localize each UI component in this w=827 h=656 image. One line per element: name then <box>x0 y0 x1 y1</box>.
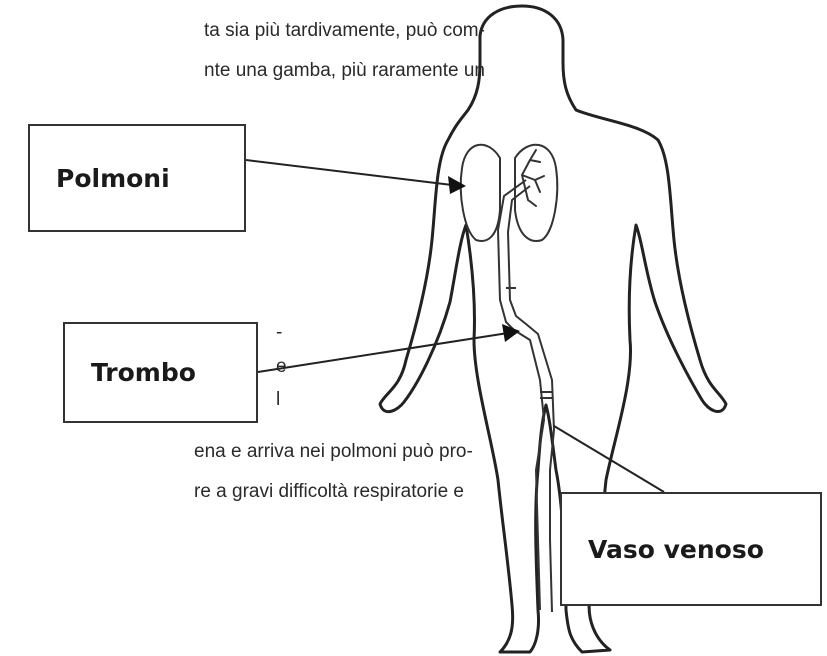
body-text-line-4: re a gravi difficoltà respiratorie e <box>194 481 464 502</box>
arrow-trombo-line <box>257 332 509 373</box>
arrow-trombo-head <box>502 324 520 342</box>
label-box-trombo: Trombo <box>63 322 258 423</box>
arrow-polmoni-line <box>245 159 453 186</box>
connector-vaso-line <box>553 425 665 493</box>
body-text-line-1: ta sia più tardivamente, può com- <box>204 20 485 41</box>
label-box-polmoni: Polmoni <box>28 124 246 232</box>
right-lung <box>514 143 559 242</box>
vein-thrombus-segment <box>506 287 552 399</box>
label-trombo: Trombo <box>91 358 196 387</box>
label-vaso-venoso: Vaso venoso <box>588 534 764 564</box>
label-polmoni: Polmoni <box>56 163 170 193</box>
body-text-fragment-1: - <box>276 322 283 343</box>
body-text-line-2: nte una gamba, più raramente un <box>204 60 485 81</box>
body-text-fragment-3: l <box>276 389 281 410</box>
arrow-polmoni-head <box>448 176 466 194</box>
body-text-fragment-2: e <box>276 356 287 377</box>
bronchial-tree <box>521 149 545 207</box>
vein-outer <box>497 179 555 613</box>
left-lung <box>459 143 501 242</box>
label-box-vaso-venoso: Vaso venoso <box>560 492 822 606</box>
body-text-line-3: ena e arriva nei polmoni può pro- <box>194 441 473 462</box>
